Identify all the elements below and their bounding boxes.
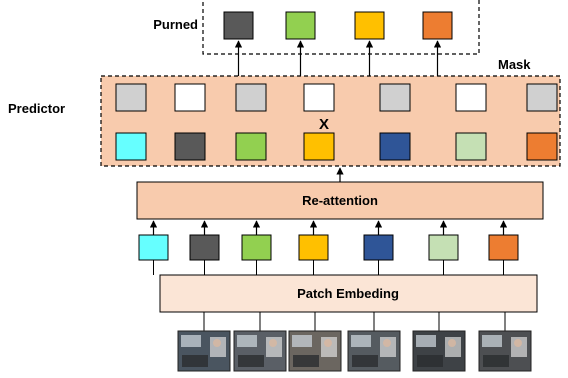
embedded-navy-token bbox=[363, 234, 394, 261]
pruned-green-token bbox=[285, 11, 316, 40]
embedded-dark-grey-token bbox=[189, 234, 220, 261]
mask-token-grey bbox=[235, 83, 267, 112]
image-patch-row bbox=[177, 330, 532, 372]
mask-token-white bbox=[303, 83, 335, 112]
predictor-yellow-token bbox=[303, 132, 335, 161]
mask-token-grey bbox=[379, 83, 411, 112]
mask-label: Mask bbox=[498, 57, 531, 72]
re-attention-label: Re-attention bbox=[302, 193, 378, 208]
mask-token-white bbox=[174, 83, 206, 112]
token-to-re-attention-arrows bbox=[149, 220, 508, 235]
predictor-green-token bbox=[235, 132, 267, 161]
removed-marker: X bbox=[319, 116, 329, 133]
mask-token-white bbox=[455, 83, 487, 112]
patch-embedding-block bbox=[159, 274, 538, 313]
re-attention-block bbox=[136, 181, 544, 220]
purned-label: Purned bbox=[153, 17, 198, 32]
patch-image-3 bbox=[288, 330, 342, 372]
predictor-light-green-token bbox=[455, 132, 487, 161]
mask-token-grey bbox=[115, 83, 147, 112]
pruned-yellow-token bbox=[354, 11, 385, 40]
patch-image-5 bbox=[412, 330, 466, 372]
patch-to-embedding-lines bbox=[203, 312, 506, 331]
patch-image-2 bbox=[233, 330, 287, 372]
pruned-dark-grey-token bbox=[223, 11, 254, 40]
embedded-token-row bbox=[138, 234, 519, 261]
mask-token-row bbox=[115, 83, 558, 112]
patch-image-1 bbox=[177, 330, 231, 372]
pruned-token-row bbox=[223, 11, 453, 40]
predictor-token-row bbox=[115, 132, 558, 161]
embedded-yellow-token bbox=[298, 234, 329, 261]
embedded-light-green-token bbox=[428, 234, 459, 261]
predictor-navy-token bbox=[379, 132, 411, 161]
embedding-to-token-lines bbox=[153, 260, 504, 275]
embedded-cyan-token bbox=[138, 234, 169, 261]
predictor-label: Predictor bbox=[8, 101, 65, 116]
pruned-orange-token bbox=[422, 11, 453, 40]
predictor-cyan-token bbox=[115, 132, 147, 161]
embedded-orange-token bbox=[488, 234, 519, 261]
patch-image-4 bbox=[347, 330, 401, 372]
predictor-dark-grey-token bbox=[174, 132, 206, 161]
patch-image-6 bbox=[478, 330, 532, 372]
patch-embedding-label: Patch Embeding bbox=[297, 286, 399, 301]
pruned-arrows bbox=[234, 40, 442, 76]
embedded-green-token bbox=[241, 234, 272, 261]
predictor-orange-token bbox=[526, 132, 558, 161]
mask-token-grey bbox=[526, 83, 558, 112]
